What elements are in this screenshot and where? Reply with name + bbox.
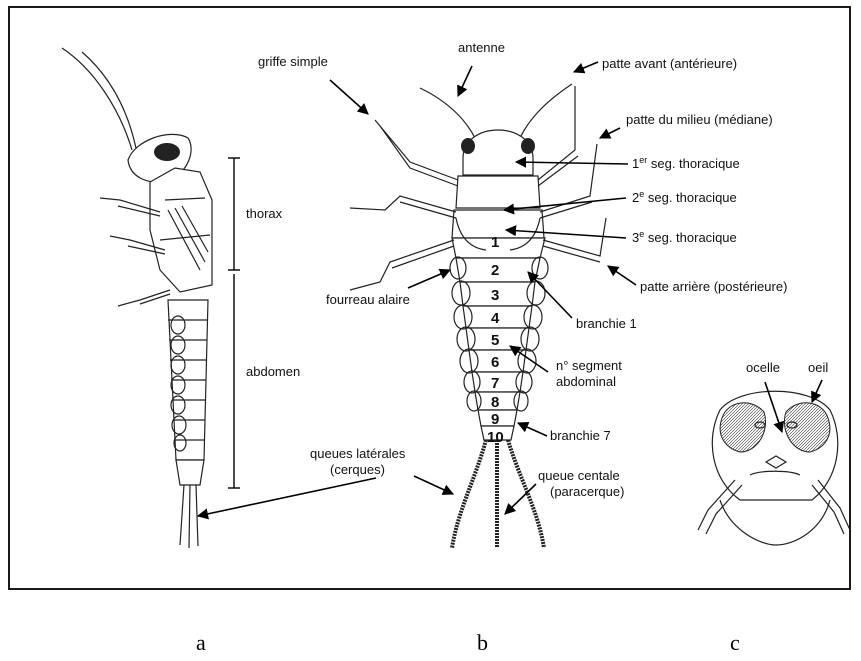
label-ocelle: ocelle <box>746 360 780 375</box>
label-fourreau-alaire: fourreau alaire <box>326 292 410 307</box>
label-seg3-thoracique: 3e seg. thoracique <box>632 229 737 245</box>
label-abdomen: abdomen <box>246 364 300 379</box>
label-queue-centrale: queue centale <box>538 468 620 483</box>
segment-number: 3 <box>491 287 499 304</box>
label-patte-arriere: patte arrière (postérieure) <box>640 279 787 294</box>
label-abdominal: abdominal <box>556 374 616 389</box>
segment-number: 1 <box>491 234 499 251</box>
label-paracerque: (paracerque) <box>550 484 624 499</box>
label-thorax: thorax <box>246 206 283 221</box>
label-seg1-thoracique: 1er seg. thoracique <box>632 155 740 171</box>
segment-number: 7 <box>491 375 499 392</box>
caption-a: a <box>196 630 206 656</box>
stonefly-nymph-diagram: thorax abdomen queues latérales (cerques… <box>0 0 861 600</box>
side-view-illustration <box>62 48 212 548</box>
head-detail-illustration <box>698 391 850 545</box>
label-antenne: antenne <box>458 40 505 55</box>
label-cerques: (cerques) <box>330 462 385 477</box>
segment-number: 6 <box>491 354 499 371</box>
segment-number: 2 <box>491 262 499 279</box>
segment-number: 9 <box>491 411 499 428</box>
label-oeil: oeil <box>808 360 828 375</box>
thorax-bracket <box>228 158 240 270</box>
label-n-segment: n° segment <box>556 358 622 373</box>
label-patte-avant: patte avant (antérieure) <box>602 56 737 71</box>
caption-b: b <box>477 630 488 656</box>
segment-number: 8 <box>491 394 499 411</box>
caption-c: c <box>730 630 740 656</box>
segment-number: 5 <box>491 332 499 349</box>
label-branchie-1: branchie 1 <box>576 316 637 331</box>
label-patte-milieu: patte du milieu (médiane) <box>626 112 773 127</box>
segment-number: 4 <box>491 310 500 327</box>
abdomen-bracket <box>228 274 240 488</box>
label-queues-laterales: queues latérales <box>310 446 406 461</box>
label-griffe-simple: griffe simple <box>258 54 328 69</box>
label-branchie-7: branchie 7 <box>550 428 611 443</box>
label-seg2-thoracique: 2e seg. thoracique <box>632 189 737 205</box>
segment-number: 10 <box>487 429 504 446</box>
